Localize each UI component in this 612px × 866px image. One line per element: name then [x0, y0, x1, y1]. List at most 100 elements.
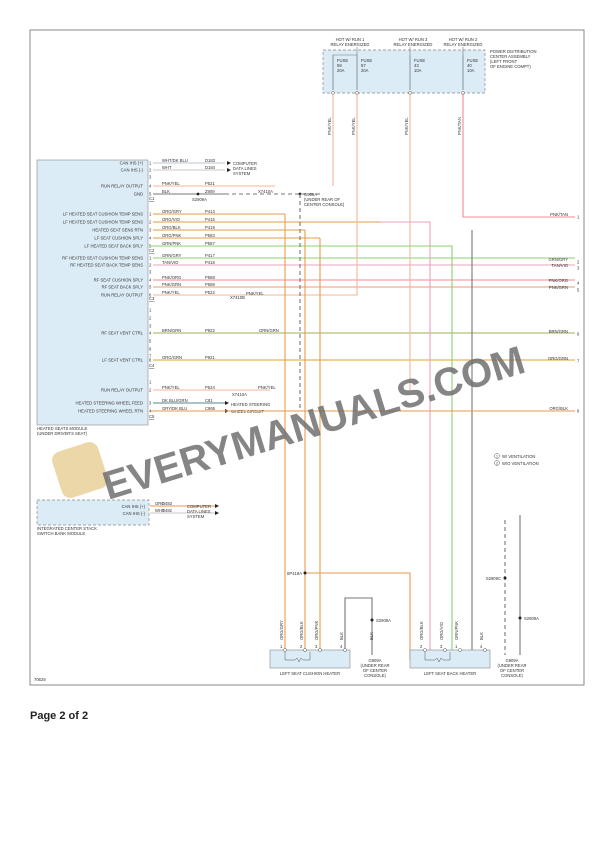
computer-data-lines-destination: COMPUTER DATA LINES SYSTEM — [227, 161, 257, 176]
svg-text:PNK/ORG: PNK/ORG — [549, 278, 568, 283]
pin-label: CAN IHS (+) — [120, 161, 144, 166]
circuit-id: P415 — [205, 217, 215, 222]
svg-text:S2909C: S2909C — [486, 576, 501, 581]
circuit-id: C81 — [205, 398, 213, 403]
pin-number: 2 — [149, 388, 152, 393]
wire-row-17: 2 — [149, 316, 152, 321]
wire-color: ORG/BLK — [162, 225, 181, 230]
pin-number: 6 — [149, 293, 152, 298]
wire-color: PNK/YEL — [162, 181, 180, 186]
wire-color: PNK/ORG — [162, 275, 181, 280]
svg-text:8: 8 — [577, 409, 580, 414]
svg-text:S2909A: S2909A — [376, 618, 391, 623]
pin-number: 2 — [149, 168, 152, 173]
svg-text:D482: D482 — [162, 508, 173, 513]
svg-text:SYSTEM: SYSTEM — [187, 514, 205, 519]
pin-number: 5 — [149, 192, 152, 197]
svg-text:RELAY ENERGIZED: RELAY ENERGIZED — [444, 42, 483, 47]
circuit-id: C865 — [205, 406, 216, 411]
svg-text:BLK: BLK — [479, 632, 484, 640]
vertical-wires — [150, 93, 575, 660]
svg-text:10A: 10A — [467, 68, 475, 73]
svg-text:40: 40 — [467, 63, 472, 68]
circuit-id: P418 — [205, 260, 215, 265]
svg-text:S2909A: S2909A — [524, 616, 539, 621]
circuit-id: P583 — [205, 233, 215, 238]
circuit-id: P588 — [205, 282, 215, 287]
svg-text:BRN/GRN: BRN/GRN — [549, 329, 568, 334]
svg-text:(UNDER REAR: (UNDER REAR — [360, 663, 389, 668]
circuit-id: P922 — [205, 328, 215, 333]
svg-text:4: 4 — [480, 644, 483, 649]
svg-text:1: 1 — [577, 215, 580, 220]
wire-color: TAN/VIO — [162, 260, 179, 265]
svg-text:ORG: ORG — [155, 501, 165, 506]
module-location: (UNDER DRIVER'S SEAT) — [37, 431, 88, 436]
svg-text:CENTER ASSEMBLY: CENTER ASSEMBLY — [490, 54, 531, 59]
svg-text:PNK/YEL: PNK/YEL — [404, 117, 409, 135]
svg-text:S2909A: S2909A — [192, 197, 207, 202]
svg-text:GRN/GRY: GRN/GRY — [549, 257, 569, 262]
pin-label: LF HEATED SEAT CUSHION TEMP SENS — [63, 220, 143, 225]
svg-text:SWITCH BANK MODULE: SWITCH BANK MODULE — [37, 531, 85, 536]
connector-C2: C2 — [149, 248, 155, 253]
svg-text:G909A: G909A — [505, 658, 518, 663]
svg-text:57: 57 — [361, 63, 366, 68]
circuit-id: P921 — [205, 355, 215, 360]
svg-text:2: 2 — [420, 644, 423, 649]
svg-text:W/O VENTILATION: W/O VENTILATION — [502, 461, 539, 466]
svg-text:CONSOLE): CONSOLE) — [364, 673, 386, 678]
svg-text:HOT W/ RUN 1: HOT W/ RUN 1 — [336, 37, 365, 42]
svg-text:(UNDER REAR OF: (UNDER REAR OF — [304, 197, 341, 202]
svg-text:PNK/YEL: PNK/YEL — [258, 385, 276, 390]
pin-label: RF HEATED SEAT BACK TEMP SENS — [70, 263, 143, 268]
svg-text:CAN IHS (-): CAN IHS (-) — [123, 511, 146, 516]
ground-g909a-1: G909A (UNDER REAR OF CENTER CONSOLE) BLK — [360, 632, 389, 678]
pin-label: HEATED STEERING WHEEL RTN — [78, 409, 143, 414]
pin-label: RF SEAT CUSHION SPLY — [94, 278, 144, 283]
pin-label: HEATED SEAT SENS RTN — [92, 228, 143, 233]
circuit-id: P522 — [205, 290, 215, 295]
svg-text:D483: D483 — [162, 501, 173, 506]
heater-0: LEFT SEAT CUSHION HEATERORG/GRY1ORG/BLK2… — [269, 620, 351, 676]
svg-text:4: 4 — [340, 644, 343, 649]
svg-text:POWER DISTRIBUTION: POWER DISTRIBUTION — [490, 49, 537, 54]
svg-text:X7410A: X7410A — [232, 392, 247, 397]
pin-number: 3 — [149, 401, 152, 406]
wire-color: GRY/DK BLU — [162, 406, 187, 411]
svg-text:PNK/YEL: PNK/YEL — [327, 117, 332, 135]
svg-text:HOT W/ RUN 2: HOT W/ RUN 2 — [449, 37, 478, 42]
circuit-id: D183 — [205, 158, 216, 163]
svg-text:20A: 20A — [361, 68, 369, 73]
circuit-id: D184 — [205, 165, 216, 170]
svg-text:2: 2 — [300, 644, 303, 649]
wire-color: BLK — [162, 189, 170, 194]
pin-label: RUN RELAY OUTPUT — [101, 293, 143, 298]
wire-color: DK BLU/GRN — [162, 398, 188, 403]
pin-label: RF HEATED SEAT CUSHION TEMP SENS — [62, 256, 143, 261]
svg-text:ORG/GRN: ORG/GRN — [548, 356, 568, 361]
pin-number: 2 — [149, 220, 152, 225]
svg-text:PNK/TAN: PNK/TAN — [457, 117, 462, 135]
svg-text:CONSOLE): CONSOLE) — [501, 673, 523, 678]
svg-text:LEFT SEAT BACK HEATER: LEFT SEAT BACK HEATER — [424, 671, 476, 676]
svg-text:SYSTEM: SYSTEM — [233, 171, 251, 176]
heater-1: LEFT SEAT BACK HEATERORG/BLK2ORG/VIO3GRN… — [409, 621, 491, 676]
wire-row-18: 3 — [149, 324, 152, 329]
wire-row-2: 3 — [149, 175, 152, 180]
svg-text:DATA LINES: DATA LINES — [233, 166, 257, 171]
circuit-id: P521 — [205, 181, 215, 186]
svg-text:1: 1 — [455, 644, 458, 649]
svg-text:FUSE: FUSE — [361, 58, 372, 63]
